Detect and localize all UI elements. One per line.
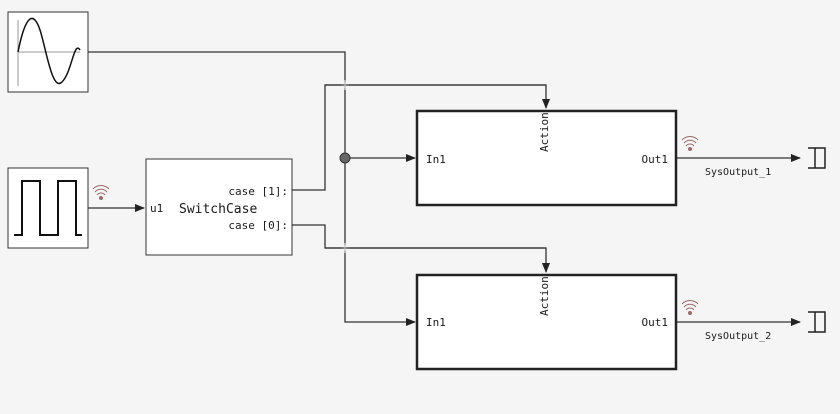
sys-output-2-label[interactable]: SysOutput_2 bbox=[705, 331, 771, 342]
signal-logging-icon bbox=[681, 136, 699, 151]
action-subsystem-2[interactable]: Action In1 Out1 bbox=[415, 273, 678, 371]
switch-case-case1-port: case [1]: bbox=[228, 185, 288, 198]
subsystem-1-out-port: Out1 bbox=[642, 153, 669, 166]
switch-case-title: SwitchCase bbox=[179, 202, 257, 217]
sine-wave-icon bbox=[17, 17, 81, 85]
branch-point[interactable] bbox=[339, 152, 351, 164]
subsystem-1-action-port: Action bbox=[538, 112, 551, 152]
action-subsystem-1[interactable]: Action In1 Out1 bbox=[415, 109, 678, 207]
signal-logging-icon bbox=[92, 185, 110, 200]
switch-case-input-port: u1 bbox=[150, 202, 163, 215]
sine-signal-line[interactable] bbox=[88, 51, 416, 326]
switch-case-block[interactable]: u1 SwitchCase case [1]: case [0]: bbox=[145, 158, 293, 256]
pulse-wave-icon bbox=[14, 180, 82, 236]
terminator-icon[interactable] bbox=[808, 147, 826, 169]
terminator-icon[interactable] bbox=[808, 311, 826, 333]
subsystem-2-action-port: Action bbox=[538, 276, 551, 316]
switch-case-case0-port: case [0]: bbox=[228, 219, 288, 232]
subsystem-1-in-port: In1 bbox=[426, 153, 446, 166]
sine-wave-block[interactable] bbox=[7, 11, 89, 93]
subsystem-2-out-port: Out1 bbox=[642, 316, 669, 329]
sys-output-1-label[interactable]: SysOutput_1 bbox=[705, 167, 771, 178]
pulse-generator-block[interactable] bbox=[7, 167, 89, 249]
signal-logging-icon bbox=[681, 300, 699, 315]
subsystem-2-in-port: In1 bbox=[426, 316, 446, 329]
